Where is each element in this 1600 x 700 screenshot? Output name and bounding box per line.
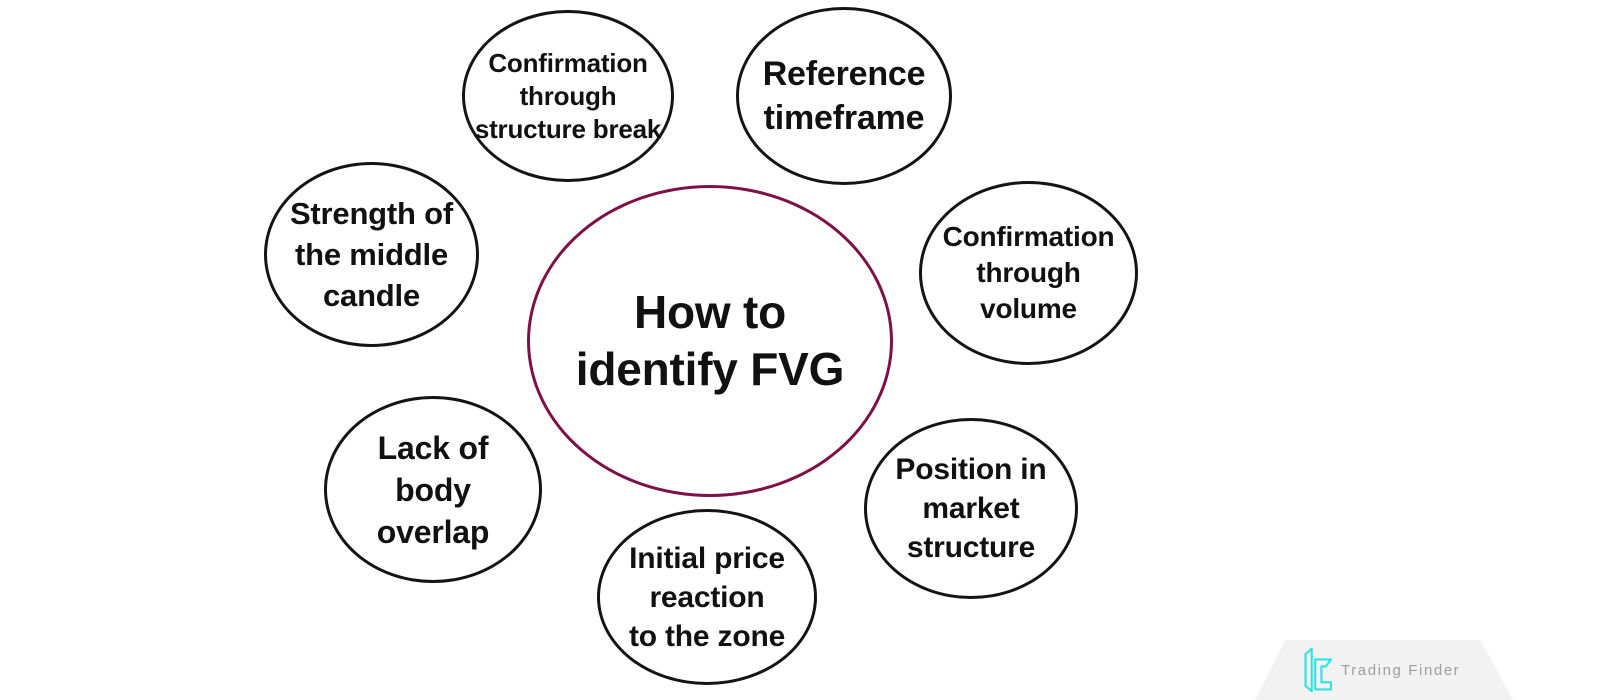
node-label: Reference timeframe — [762, 55, 926, 137]
brand-name: Trading Finder — [1341, 661, 1461, 679]
node-label: Lack of body overlap — [376, 429, 490, 550]
node-confirmation-structure-break: Confirmation through structure break — [462, 10, 674, 182]
node-label: Initial price reaction to the zone — [628, 541, 786, 653]
center-node-label: How to identify FVG — [575, 286, 845, 395]
node-position-market-structure: Position in market structure — [864, 418, 1078, 599]
node-confirmation-volume: Confirmation through volume — [919, 181, 1138, 365]
center-node-how-to-identify-fvg: How to identify FVG — [527, 185, 893, 497]
node-strength-middle-candle: Strength of the middle candle — [264, 162, 479, 347]
trading-finder-logo-icon — [1304, 647, 1332, 693]
brand-watermark: Trading Finder — [1255, 640, 1514, 700]
node-initial-price-reaction: Initial price reaction to the zone — [597, 509, 817, 685]
node-label: Confirmation through volume — [942, 221, 1115, 324]
node-lack-body-overlap: Lack of body overlap — [324, 396, 542, 583]
node-label: Strength of the middle candle — [289, 196, 454, 313]
node-reference-timeframe: Reference timeframe — [736, 7, 952, 185]
node-label: Confirmation through structure break — [474, 47, 662, 144]
node-label: Position in market structure — [895, 453, 1047, 564]
